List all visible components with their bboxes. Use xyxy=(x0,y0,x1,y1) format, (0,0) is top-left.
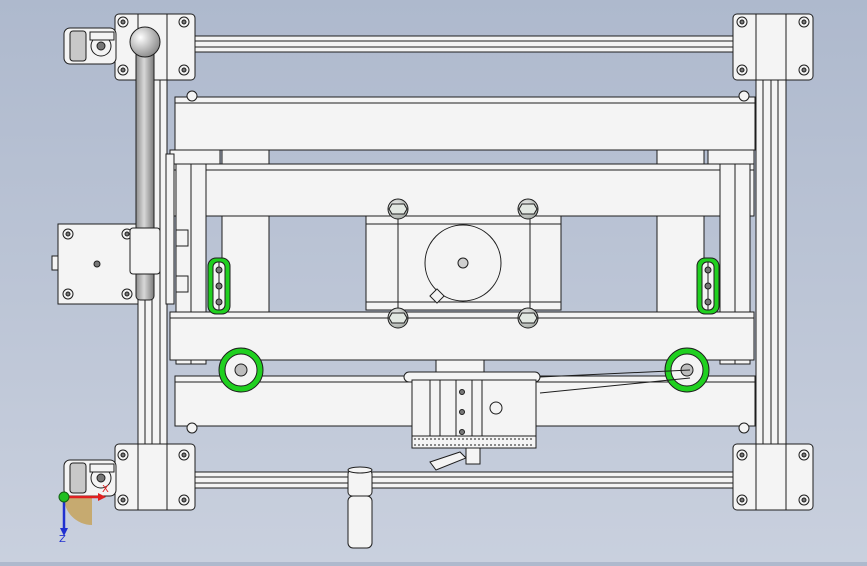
load-plate-assembly xyxy=(365,198,562,329)
corner-bracket-bottom-right xyxy=(732,443,814,511)
x-axis-label: X xyxy=(102,484,109,495)
hex-bolt xyxy=(517,307,539,329)
side-pulley-left xyxy=(175,229,231,315)
front-pulley-left xyxy=(218,347,264,393)
lever-rod[interactable] xyxy=(129,26,175,305)
upper-beam xyxy=(174,90,756,151)
caster-top-left xyxy=(63,27,117,65)
side-pulley-right xyxy=(696,257,720,315)
side-mount-plate xyxy=(51,223,139,305)
lever-knob[interactable] xyxy=(129,26,161,58)
y-axis-dot xyxy=(58,491,70,503)
winch-arm xyxy=(429,451,467,471)
hex-bolt xyxy=(387,307,409,329)
winch-gear xyxy=(411,435,537,449)
upper-crossbar xyxy=(169,149,755,217)
caster-bottom-left xyxy=(63,459,117,497)
corner-bracket-top-right xyxy=(732,13,814,81)
hex-bolt xyxy=(387,198,409,220)
axis-triad: X Z xyxy=(58,484,109,545)
lower-crossbar xyxy=(169,311,755,361)
corner-bracket-bottom-left xyxy=(114,443,196,511)
hex-bolt xyxy=(517,198,539,220)
winch-assembly xyxy=(403,359,691,471)
z-axis-label: Z xyxy=(59,534,66,545)
top-rail xyxy=(164,35,758,53)
bottom-rail xyxy=(164,471,758,489)
crank-handle[interactable] xyxy=(347,466,373,549)
